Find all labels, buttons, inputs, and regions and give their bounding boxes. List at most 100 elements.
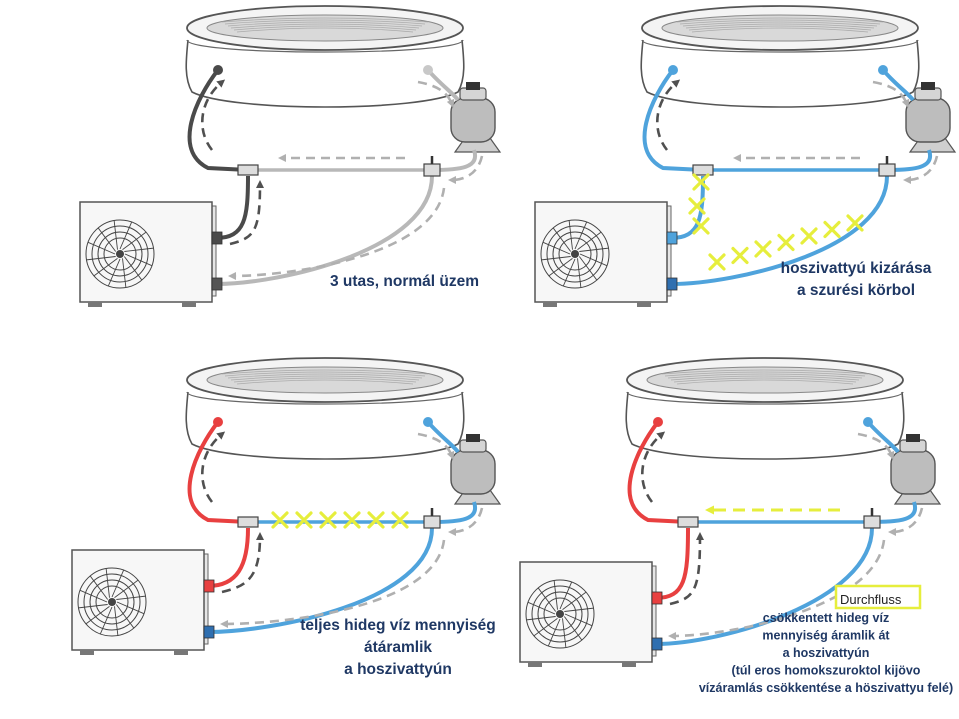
fan-blade [111,569,125,598]
fan-blade [105,568,110,598]
blocked-mark [731,246,749,265]
filter-valve [921,82,935,90]
fan-blade [123,256,143,281]
heat-pump-body [79,201,213,303]
filter-tank [905,97,951,143]
flow-arrow-from-filter [888,507,924,536]
heat-pump-outlet [211,231,223,245]
fan-blade [564,607,594,612]
pool-inlet [213,65,223,75]
fan-grille [540,219,610,289]
pool-wall [185,391,465,460]
fan-hub [556,610,564,618]
flow-arrow-heat-pump-out [229,180,264,246]
tee-fitting [677,516,699,528]
flow-arrow-from-filter [903,155,939,184]
heat-pump-outlet [666,231,678,245]
heat-pump-inlet [211,277,223,291]
water-ripple [221,369,429,375]
flow-arrow-to-filter [417,432,455,460]
caption-line: hoszivattyú kizárása [781,260,932,277]
heat-pump-inlet-hose [655,527,874,646]
panel-full [71,357,502,655]
pool [185,357,465,460]
fan-grille [77,567,147,637]
caption-reduced: csökkentett hideg víz mennyiség áramlik á… [699,611,953,695]
water-ripple [664,371,866,377]
pool [640,5,920,108]
fan-blade [552,227,572,252]
water-ripple [691,27,869,33]
tee-fitting [237,516,259,528]
cross-stroke [391,511,409,529]
heat-pump-outlet-hose [215,175,250,240]
cross-stroke [708,253,726,271]
panel-normal [79,5,502,307]
fan-hub [116,250,124,258]
water-ripple [673,377,857,383]
cross-stroke [777,233,795,252]
caption-line: a hoszivattyún [344,661,452,678]
fan-blade [577,231,602,251]
water-ripple [667,373,863,379]
fan-blade [115,604,135,629]
heat-pump-inlet-hose [215,175,434,286]
filter-valve [466,82,480,90]
pool-rim-edge [641,39,919,53]
heat-pump-foot [528,662,542,667]
flow-arrow-heat-pump-in [228,187,446,280]
flow-arrow-return [655,79,681,151]
fan-grille [552,231,598,277]
fan-blade [563,616,583,641]
flow-arrow-to-filter [417,80,455,108]
filter-tank [450,97,496,143]
water-ripple [676,17,884,23]
heat-pump-inlet [203,625,215,639]
tag-label: Durchfluss [840,592,902,607]
three-way-valve [423,163,441,177]
fan-grille [103,237,137,271]
blocked-mark [391,511,409,529]
fan-blade [559,581,573,610]
pool-outlet [423,417,433,427]
fan-blade [114,579,139,599]
flow-arrow-to-filter [872,80,910,108]
heat-pump-inlet [666,277,678,291]
water-ripple [236,379,414,385]
heat-pump-body [534,201,668,303]
cross-stroke [688,197,706,215]
heat-pump [79,201,217,307]
fan-blade [574,221,588,250]
fan-grille [543,597,577,631]
fan-grille [546,225,604,283]
fan-blade [86,256,116,261]
heat-pump-inlet-hose [207,527,434,634]
fan-blade [122,231,147,251]
three-way-valve [423,515,441,529]
blocked-mark [295,511,313,529]
fan-grille [85,219,155,289]
flow-arrow-to-filter [857,432,895,460]
blocked-mark [708,253,726,271]
blocked-mark [319,511,337,529]
fan-grille [558,237,592,271]
three-way-valve [878,163,896,177]
water-ripple [676,379,854,385]
caption-line: csökkentett hideg víz [763,611,889,625]
water-ripple [233,25,417,31]
fan-blade [537,587,557,612]
caption-line: mennyiség áramlik át [762,629,890,643]
heat-pump-inlet [651,637,663,651]
fan-blade [116,601,145,615]
fan-blade [547,618,561,647]
panel-bypass [534,5,957,307]
fan-blade [564,613,593,627]
pool-rim-edge [186,391,464,405]
pool-inlet [213,417,223,427]
heat-pump-body [519,561,653,663]
heat-pump [71,549,209,655]
fan-blade [99,606,113,635]
panel-reduced: Durchfluss [519,357,942,667]
fan-blade [124,247,154,252]
heat-pump-outlet [651,591,663,605]
